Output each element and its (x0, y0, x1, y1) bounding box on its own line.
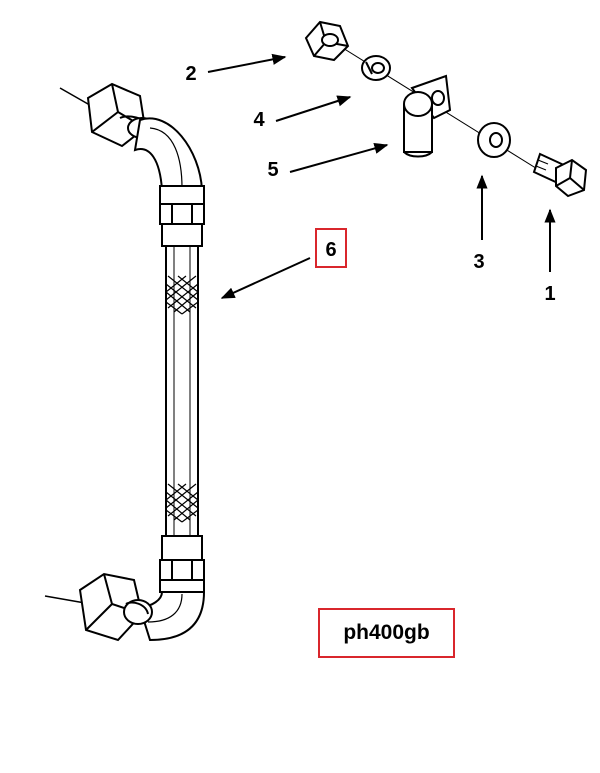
arrow-2 (207, 53, 287, 73)
p-clamp[interactable] (403, 74, 452, 158)
hose-body (165, 246, 199, 536)
hose-assembly[interactable] (44, 82, 206, 642)
selected-callout-box (315, 228, 347, 268)
leader-arrows (207, 53, 556, 299)
callout-4[interactable]: 4 (253, 109, 265, 131)
arrow-4 (275, 95, 352, 122)
arrow-5 (289, 142, 389, 173)
hex-bolt[interactable] (532, 152, 588, 198)
lock-washer[interactable] (361, 55, 391, 81)
lower-ferrule (159, 535, 205, 593)
arrow-6 (220, 257, 311, 299)
braid-hatch-upper (165, 275, 199, 315)
callout-2[interactable]: 2 (185, 63, 196, 85)
figure-code-text: ph400gb (343, 621, 430, 644)
flat-washer[interactable] (477, 122, 511, 158)
hex-nut[interactable] (304, 20, 350, 62)
lower-pipe-line (44, 595, 86, 604)
lower-swivel-nut (78, 572, 153, 642)
braid-hatch-lower (165, 483, 199, 523)
upper-elbow (133, 117, 204, 191)
callout-6[interactable]: 6 (325, 239, 336, 261)
figure-code-label: ph400gb (318, 608, 455, 658)
callout-5[interactable]: 5 (267, 159, 278, 181)
callout-1[interactable]: 1 (544, 283, 555, 305)
upper-ferrule (159, 185, 205, 247)
callout-3[interactable]: 3 (473, 251, 484, 273)
